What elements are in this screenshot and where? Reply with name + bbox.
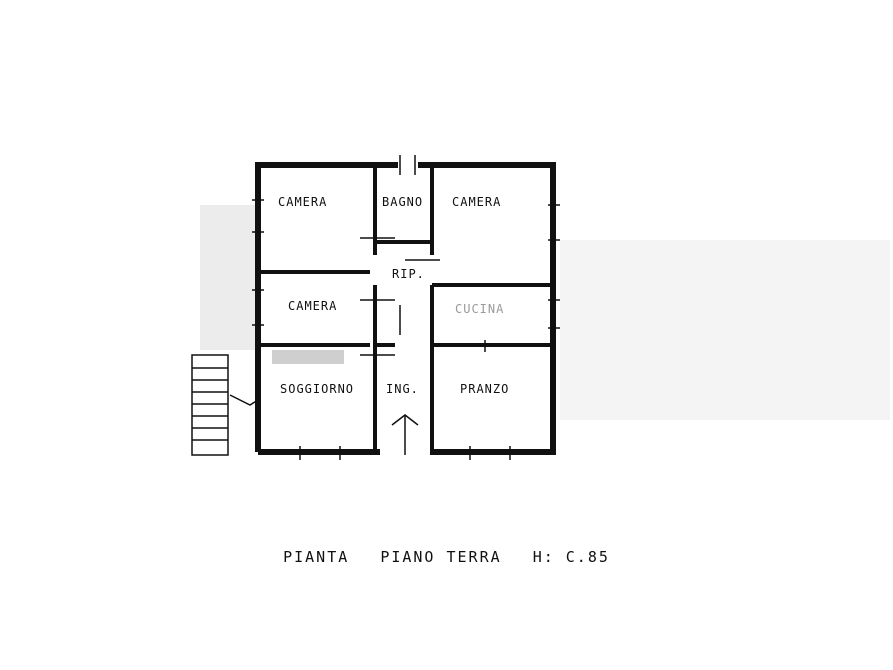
room-label-soggiorno: SOGGIORNO [280, 382, 354, 396]
exterior-walls [255, 162, 556, 455]
caption-word-piano-terra: PIANO TERRA [380, 548, 502, 566]
room-label-bagno: BAGNO [382, 195, 423, 209]
room-label-camera-mid-left: CAMERA [288, 299, 337, 313]
room-label-pranzo: PRANZO [460, 382, 509, 396]
room-label-camera-top-left: CAMERA [278, 195, 327, 209]
plan-caption: PIANTA PIANO TERRA H: C.85 [0, 548, 893, 566]
caption-word-pianta: PIANTA [283, 548, 350, 566]
obscured-label-block [272, 350, 344, 364]
watermark-right [560, 240, 890, 420]
staircase [191, 354, 259, 456]
openings [252, 155, 560, 460]
room-label-cucina: CUCINA [455, 302, 504, 316]
room-label-ing: ING. [386, 382, 419, 396]
caption-word-height: H: C.85 [532, 548, 610, 566]
room-label-rip: RIP. [392, 267, 425, 281]
room-label-camera-top-right: CAMERA [452, 195, 501, 209]
watermark-left [200, 205, 260, 350]
interior-walls [258, 165, 553, 452]
